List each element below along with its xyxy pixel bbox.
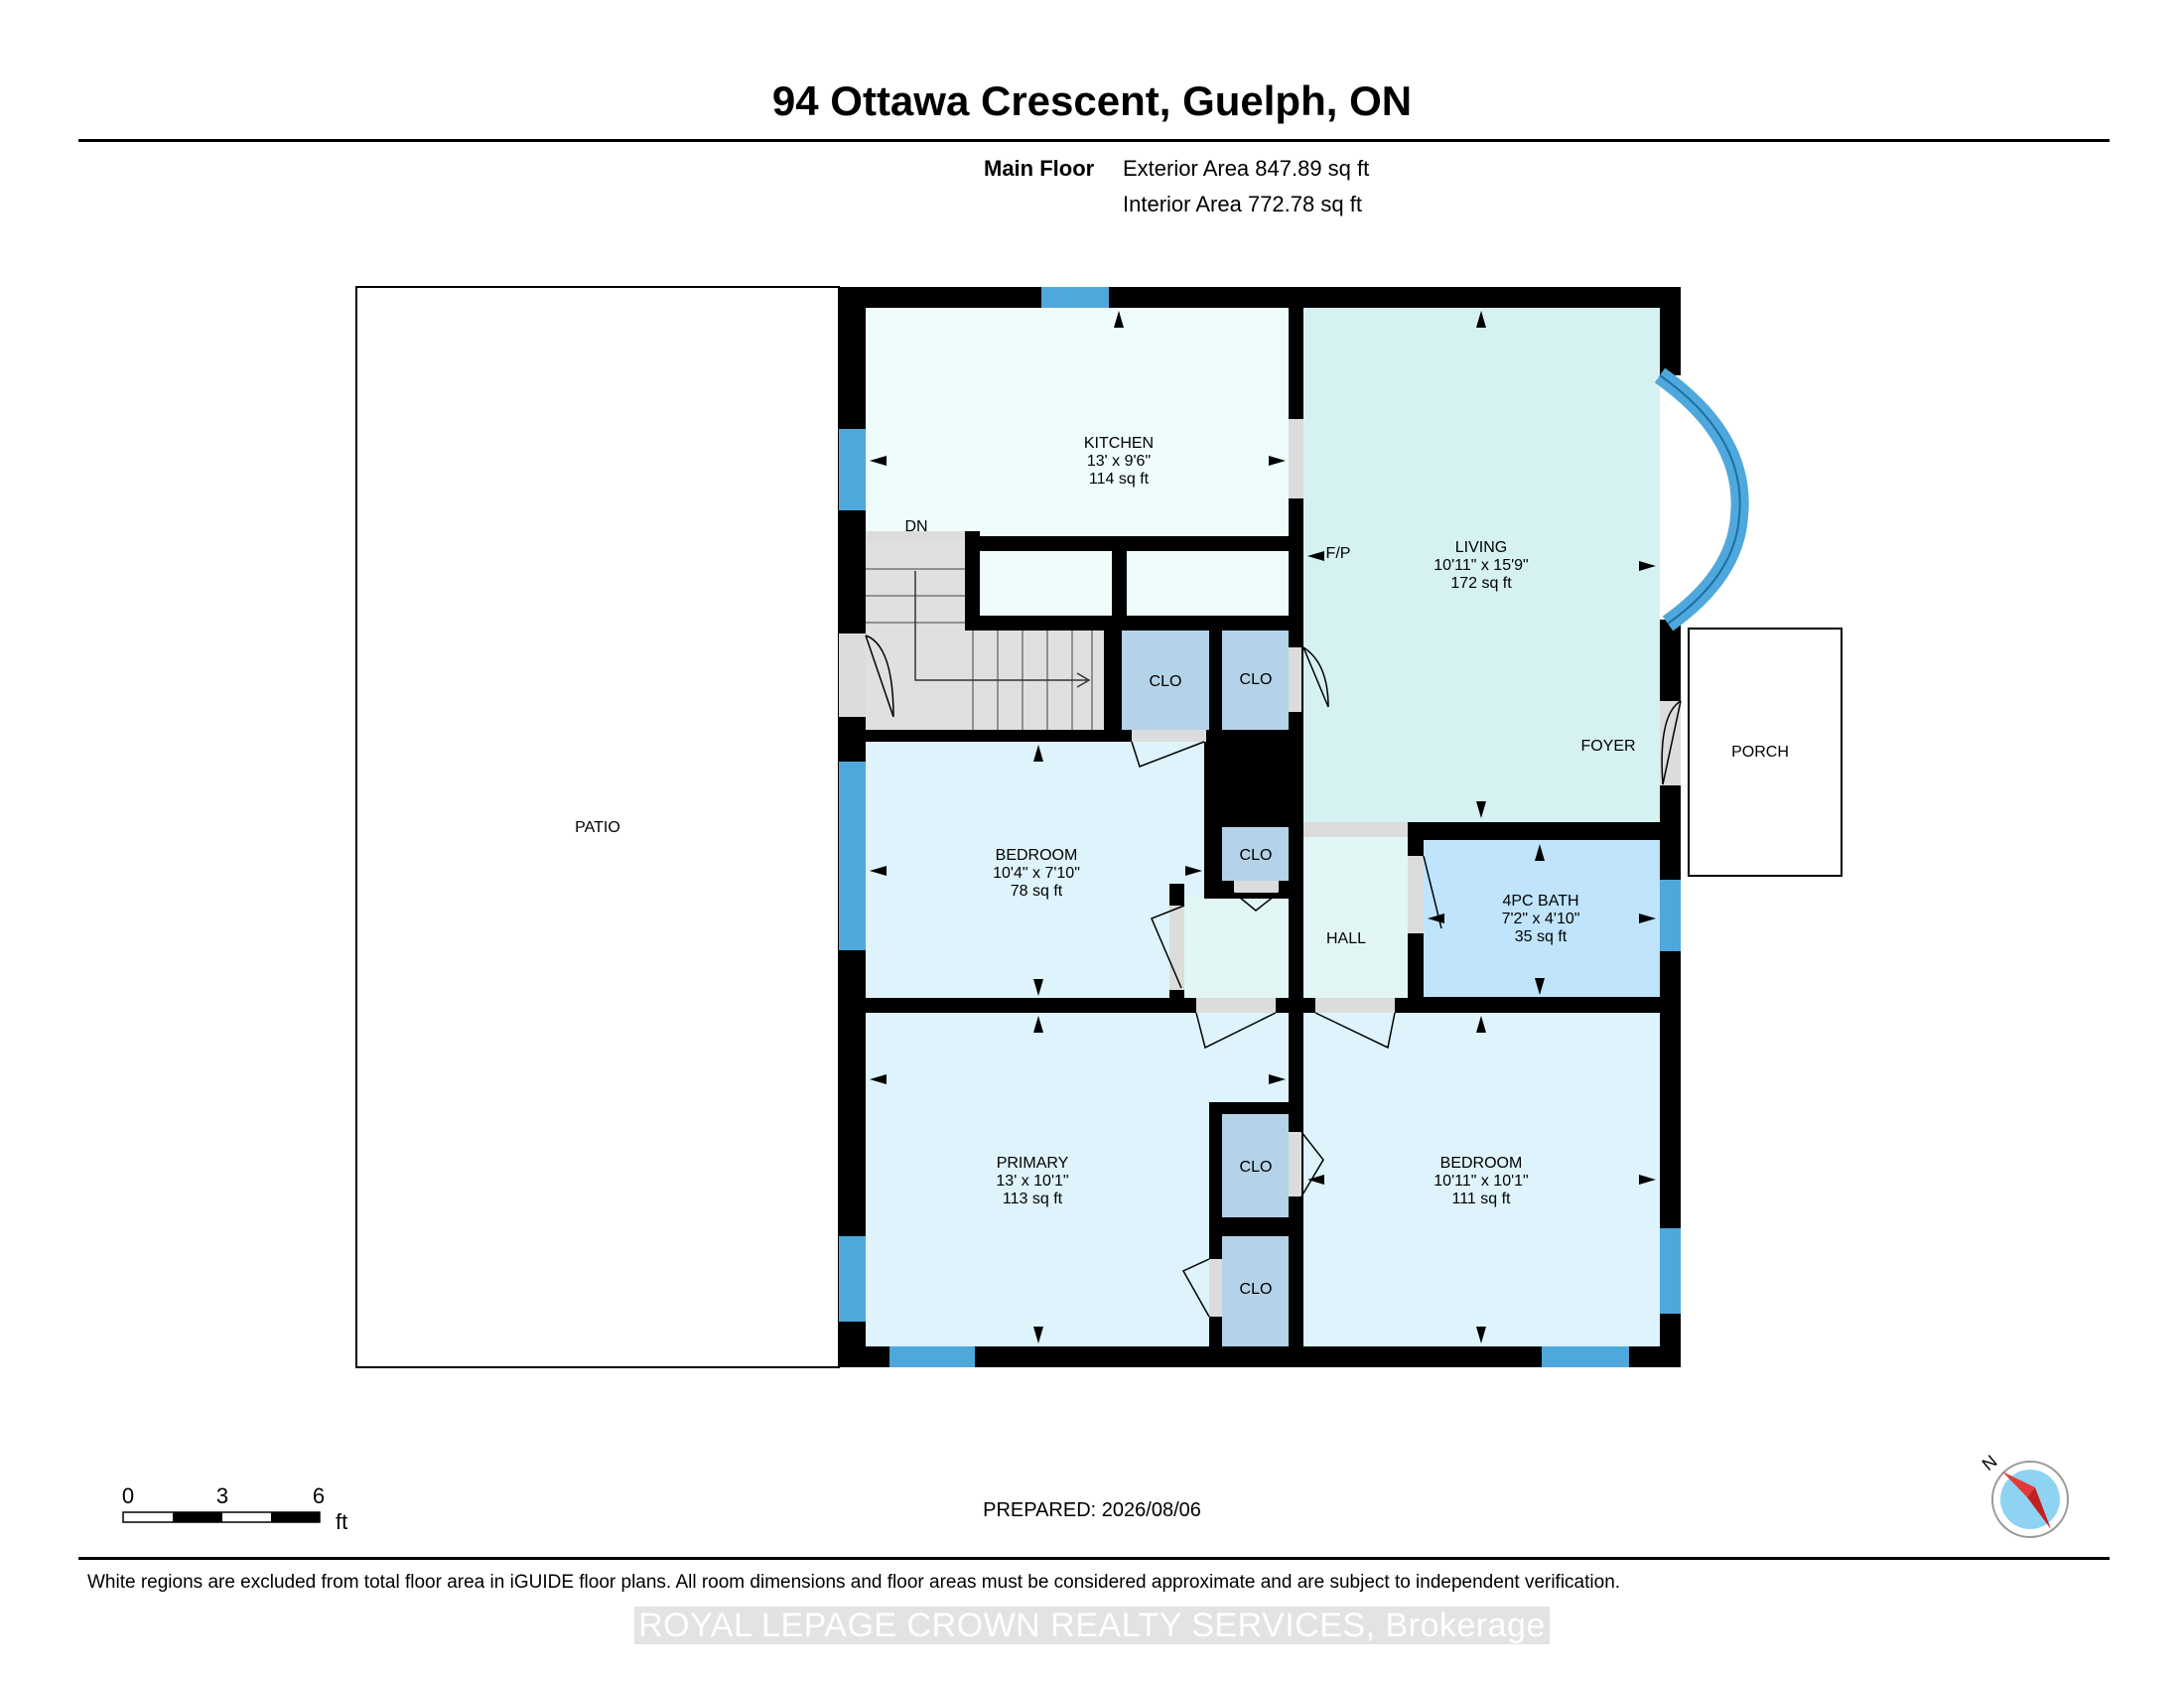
bedroom-room [866, 742, 1204, 1000]
brokerage-watermark: ROYAL LEPAGE CROWN REALTY SERVICES, Brok… [0, 1607, 2184, 1645]
foyer-label: FOYER [1580, 738, 1635, 755]
closet-kitchen-2 [1222, 631, 1289, 730]
living-area: 172 sq ft [1450, 575, 1512, 592]
bedroom2-area: 111 sq ft [1452, 1191, 1512, 1207]
bedroom2-dims: 10'11" x 10'1" [1433, 1173, 1528, 1190]
primary-name: PRIMARY [997, 1155, 1069, 1172]
patio-label: PATIO [575, 819, 620, 836]
closet-hall [1222, 827, 1289, 881]
compass-north-label: N [1979, 1451, 2001, 1475]
dimension-arrows [870, 311, 1656, 1343]
disclaimer-text: White regions are excluded from total fl… [87, 1572, 1621, 1593]
stair-arrow [914, 571, 1087, 681]
scale-bar: 0 3 6 ft [122, 1483, 347, 1534]
stair-arrowhead [1076, 672, 1091, 688]
closet-label-3: CLO [1240, 847, 1273, 864]
bedroom2-room [1303, 1013, 1660, 1346]
bedroom1-dims: 10'4" x 7'10" [993, 865, 1080, 882]
kitchen-area: 114 sq ft [1089, 471, 1150, 488]
bath-dims: 7'2" x 4'10" [1502, 911, 1580, 927]
porch-area [1688, 628, 1843, 877]
page-title: 94 Ottawa Crescent, Guelph, ON [771, 77, 1413, 124]
closet-primary-2 [1222, 1236, 1289, 1346]
door-swings [865, 634, 1682, 1318]
closet-primary-1 [1222, 1114, 1289, 1217]
primary-area: 113 sq ft [1003, 1191, 1063, 1207]
floor-name: Main Floor [984, 156, 1095, 181]
porch-label: PORCH [1731, 744, 1789, 761]
bath-room [1424, 840, 1660, 997]
fireplace-label: F/P [1326, 545, 1351, 562]
scale-tick-6: 6 [313, 1483, 325, 1508]
patio-area [355, 286, 840, 1368]
living-name: LIVING [1455, 539, 1507, 556]
kitchen-dims: 13' x 9'6" [1087, 453, 1151, 470]
closet-label-5: CLO [1240, 1281, 1273, 1298]
bedroom1-name: BEDROOM [996, 847, 1078, 864]
windows [839, 287, 1681, 1367]
scale-tick-3: 3 [216, 1483, 228, 1508]
living-dims: 10'11" x 15'9" [1433, 557, 1528, 574]
hall-label: HALL [1326, 930, 1366, 947]
footer-rule [78, 1557, 2110, 1560]
stairs-down-label: DN [904, 518, 927, 535]
bay-opening [1660, 375, 1681, 620]
kitchen-wall [980, 536, 1289, 551]
header-rule [78, 139, 2110, 142]
scale-unit: ft [336, 1509, 347, 1534]
exterior-area: Exterior Area 847.89 sq ft [1123, 156, 1370, 181]
hall-upper [1303, 836, 1408, 925]
prepared-date: PREPARED: 2026/08/06 [983, 1499, 1201, 1521]
closet-kitchen-1 [1122, 631, 1209, 730]
bedroom1-area: 78 sq ft [1011, 883, 1063, 900]
primary-dims: 13' x 10'1" [996, 1173, 1068, 1190]
interior-area: Interior Area 772.78 sq ft [1123, 192, 1362, 216]
kitchen-name: KITCHEN [1084, 435, 1154, 452]
bay-window-line [1659, 374, 1741, 625]
closet-label-1: CLO [1150, 673, 1182, 690]
bath-area: 35 sq ft [1515, 928, 1568, 945]
compass-icon: N [1979, 1451, 2069, 1538]
bedroom2-name: BEDROOM [1440, 1155, 1523, 1172]
closet-label-4: CLO [1240, 1159, 1273, 1176]
bath-name: 4PC BATH [1502, 893, 1578, 910]
closet-label-2: CLO [1240, 671, 1273, 688]
scale-tick-0: 0 [122, 1483, 134, 1508]
living-room [1303, 308, 1660, 822]
